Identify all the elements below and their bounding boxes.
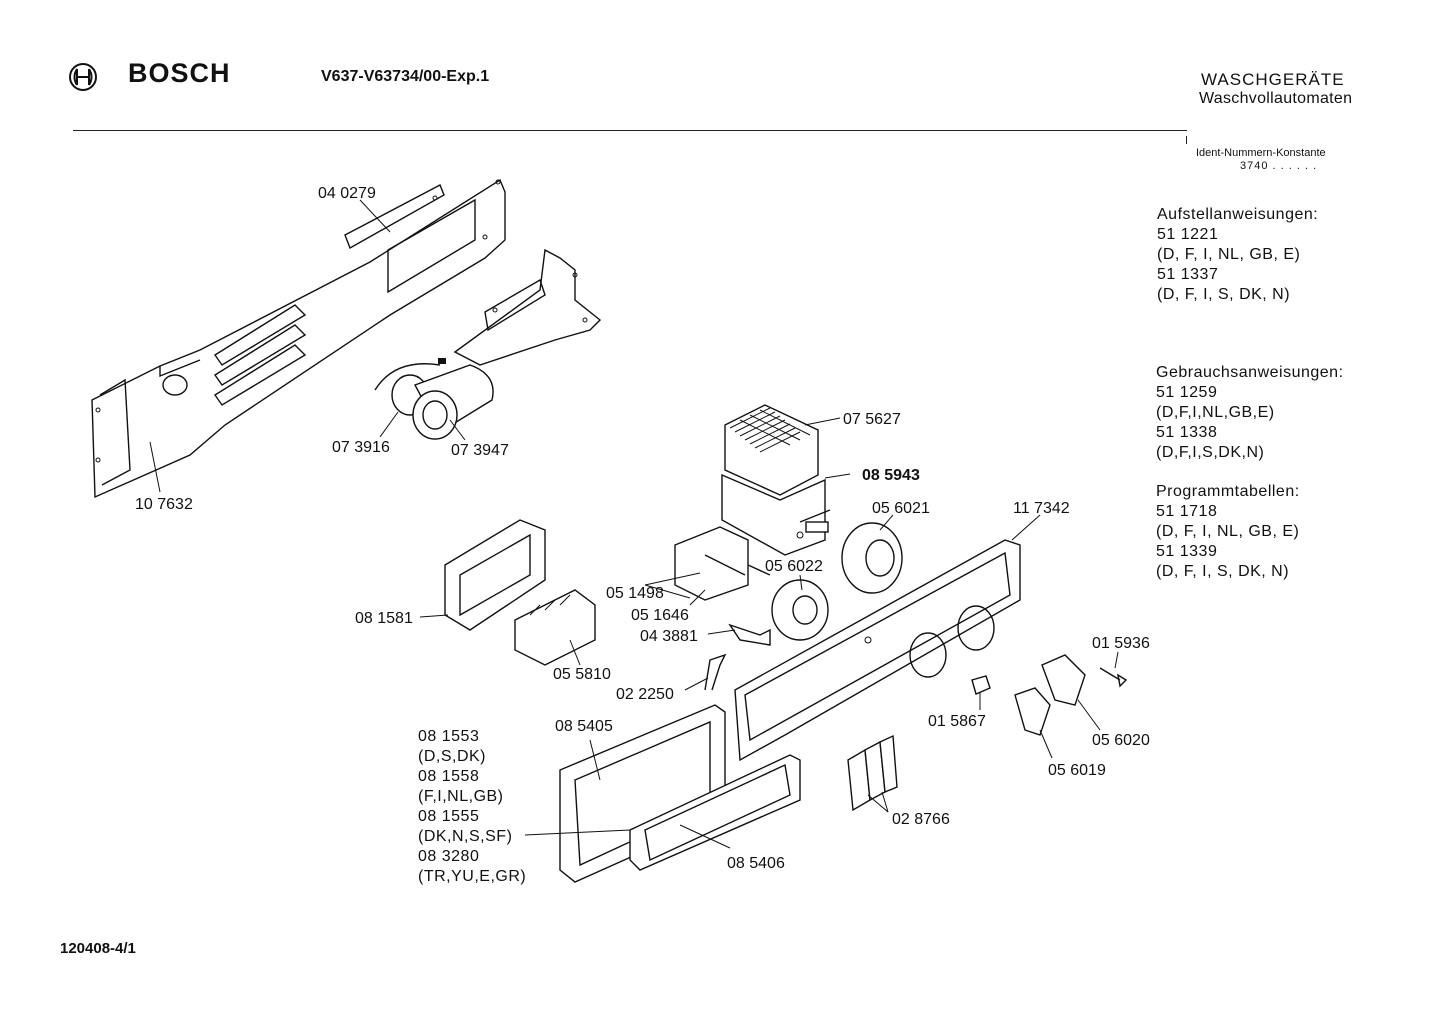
doc-number: 51 1339 xyxy=(1156,543,1218,560)
variant-countries: (F,I,NL,GB) xyxy=(418,788,504,805)
part-label-055810: 05 5810 xyxy=(553,666,611,683)
part-label-028766: 02 8766 xyxy=(892,811,950,828)
part-label-015936: 01 5936 xyxy=(1092,635,1150,652)
part-label-117342: 11 7342 xyxy=(1013,500,1070,517)
part-label-015867: 01 5867 xyxy=(928,713,986,730)
doc-languages: (D,F,I,NL,GB,E) xyxy=(1156,404,1275,421)
section-title: Programmtabellen: xyxy=(1156,483,1300,500)
small-cap xyxy=(971,675,991,695)
display-frame xyxy=(559,704,801,883)
variant-number: 08 1558 xyxy=(418,768,480,785)
header-divider xyxy=(73,130,1187,131)
aufstellanweisungen-section: Aufstellanweisungen: 51 1221 (D, F, I, N… xyxy=(1157,205,1318,305)
variant-countries: (DK,N,S,SF) xyxy=(418,828,513,845)
indicator-lamp xyxy=(728,623,771,646)
part-label-107632: 10 7632 xyxy=(135,496,193,513)
section-title: Aufstellanweisungen: xyxy=(1157,206,1319,223)
doc-number: 51 1337 xyxy=(1157,266,1219,283)
part-label-051498: 05 1498 xyxy=(606,585,664,602)
model-number: V637-V63734/00-Exp.1 xyxy=(321,68,490,85)
terminal-block xyxy=(514,589,596,666)
doc-languages: (D,F,I,S,DK,N) xyxy=(1156,444,1265,461)
variant-list: 08 1553 (D,S,DK) 08 1558 (F,I,NL,GB) 08 … xyxy=(418,727,526,887)
leader-lines xyxy=(149,199,1119,849)
drawing-code: 120408-4/1 xyxy=(60,940,136,957)
part-label-073916: 07 3916 xyxy=(332,439,390,456)
doc-languages: (D, F, I, NL, GB, E) xyxy=(1157,246,1301,263)
part-label-022250: 02 2250 xyxy=(616,686,674,703)
mounting-bracket xyxy=(453,248,602,366)
control-knob-1 xyxy=(1014,687,1051,736)
doc-number: 51 1338 xyxy=(1156,424,1218,441)
part-label-085943: 08 5943 xyxy=(862,467,920,484)
ident-title: Ident-Nummern-Konstante xyxy=(1196,147,1326,159)
spring-clip xyxy=(704,653,727,691)
screw xyxy=(1099,667,1128,688)
doc-languages: (D, F, I, S, DK, N) xyxy=(1157,286,1291,303)
programmer-unit xyxy=(721,404,831,556)
control-knob-2 xyxy=(1041,654,1086,706)
part-label-056020: 05 6020 xyxy=(1092,732,1150,749)
part-label-085406: 08 5406 xyxy=(727,855,785,872)
variant-countries: (TR,YU,E,GR) xyxy=(418,868,527,885)
appliance-subcategory: Waschvollautomaten xyxy=(1199,90,1353,107)
part-label-073947: 07 3947 xyxy=(451,442,509,459)
panel-back-plate xyxy=(91,178,506,499)
part-label-051646: 05 1646 xyxy=(631,607,689,624)
front-panel xyxy=(734,539,1021,762)
part-label-056019: 05 6019 xyxy=(1048,762,1106,779)
part-label-040279: 04 0279 xyxy=(318,185,376,202)
programmtabellen-section: Programmtabellen: 51 1718 (D, F, I, NL, … xyxy=(1156,482,1300,582)
appliance-category: WASCHGERÄTE xyxy=(1201,70,1345,89)
doc-number: 51 1221 xyxy=(1157,226,1219,243)
ident-value: 3740 . . . . . . xyxy=(1240,160,1318,172)
part-label-056021: 05 6021 xyxy=(872,500,930,517)
gebrauchsanweisungen-section: Gebrauchsanweisungen: 51 1259 (D,F,I,NL,… xyxy=(1156,363,1344,463)
variant-countries: (D,S,DK) xyxy=(418,748,486,765)
brand-name: BOSCH xyxy=(128,58,231,88)
doc-number: 51 1259 xyxy=(1156,384,1218,401)
part-label-085405: 08 5405 xyxy=(555,718,613,735)
part-label-056022: 05 6022 xyxy=(765,558,823,575)
variant-number: 08 1555 xyxy=(418,808,480,825)
variant-number: 08 1553 xyxy=(418,728,480,745)
doc-languages: (D, F, I, S, DK, N) xyxy=(1156,563,1290,580)
section-title: Gebrauchsanweisungen: xyxy=(1156,364,1344,381)
header-divider-tick xyxy=(1186,136,1187,144)
part-label-081581: 08 1581 xyxy=(355,610,413,627)
knob-rings xyxy=(771,522,903,641)
switch-unit xyxy=(674,526,771,601)
part-label-075627: 07 5627 xyxy=(843,411,901,428)
part-label-043881: 04 3881 xyxy=(640,628,698,645)
flap-buttons xyxy=(847,734,898,812)
variant-number: 08 3280 xyxy=(418,848,480,865)
doc-languages: (D, F, I, NL, GB, E) xyxy=(1156,523,1300,540)
doc-number: 51 1718 xyxy=(1156,503,1218,520)
bosch-logo-icon xyxy=(69,63,97,91)
capacitor-assembly xyxy=(374,358,494,440)
